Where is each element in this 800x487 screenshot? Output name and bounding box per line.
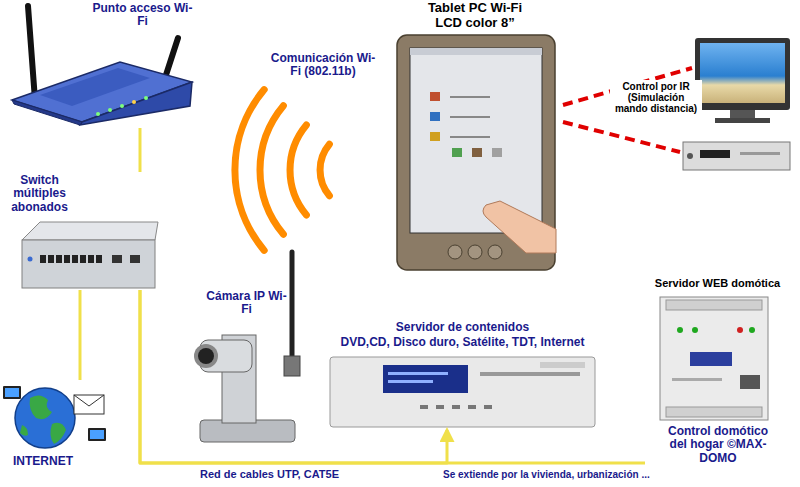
content-server-node: Servidor de contenidosDVD,CD, Disco duro… bbox=[325, 320, 602, 430]
device-label: Cámara IP Wi-Fi bbox=[204, 290, 289, 317]
access-point-node: Punto acceso Wi-Fi bbox=[5, 0, 197, 128]
camera-illustration bbox=[194, 252, 300, 442]
network-cable bbox=[79, 290, 82, 380]
router-illustration bbox=[12, 6, 192, 125]
domotic-server-illustration bbox=[660, 297, 768, 420]
switch-node: Switch múltiples abonados bbox=[2, 172, 160, 290]
wifi-label: Comunicación Wi-Fi (802.11b) bbox=[268, 52, 378, 79]
network-cable bbox=[140, 290, 447, 463]
tv-illustration bbox=[695, 38, 790, 123]
network-cable bbox=[139, 128, 142, 172]
wifi-waves bbox=[235, 90, 329, 251]
cable-label: Red de cables UTP, CAT5E bbox=[200, 468, 370, 480]
tablet-node: Tablet PC Wi-Fi LCD color 8” bbox=[390, 0, 560, 275]
internet-node: INTERNET bbox=[0, 380, 115, 475]
ir-label: Control por IR (Simulación mando distanc… bbox=[610, 80, 702, 116]
internet-globe bbox=[3, 386, 106, 448]
device-label: Switch múltiples abonados bbox=[2, 174, 77, 214]
domotic-server-node: Servidor WEB domóticaControl domótico de… bbox=[645, 275, 792, 475]
device-label: Servidor WEB domótica bbox=[645, 277, 790, 289]
extension-note: Se extiende por la vivienda, urbanizació… bbox=[443, 469, 688, 480]
device-label: Servidor de contenidos bbox=[325, 321, 600, 334]
tablet-illustration bbox=[397, 35, 556, 270]
network-cable bbox=[140, 290, 645, 463]
device-caption: Control domótico del hogar ©MAX-DOMO bbox=[662, 425, 774, 465]
switch-illustration bbox=[22, 222, 158, 288]
device-caption: DVD,CD, Disco duro, Satélite, TDT, Inter… bbox=[325, 336, 600, 349]
dvd-player-illustration bbox=[683, 142, 790, 170]
device-label: INTERNET bbox=[0, 455, 86, 468]
ip-camera-node: Cámara IP Wi-Fi bbox=[192, 245, 304, 445]
device-label: Punto acceso Wi-Fi bbox=[90, 2, 195, 29]
device-label: Tablet PC Wi-Fi LCD color 8” bbox=[415, 1, 535, 30]
content-server-illustration bbox=[330, 357, 595, 427]
